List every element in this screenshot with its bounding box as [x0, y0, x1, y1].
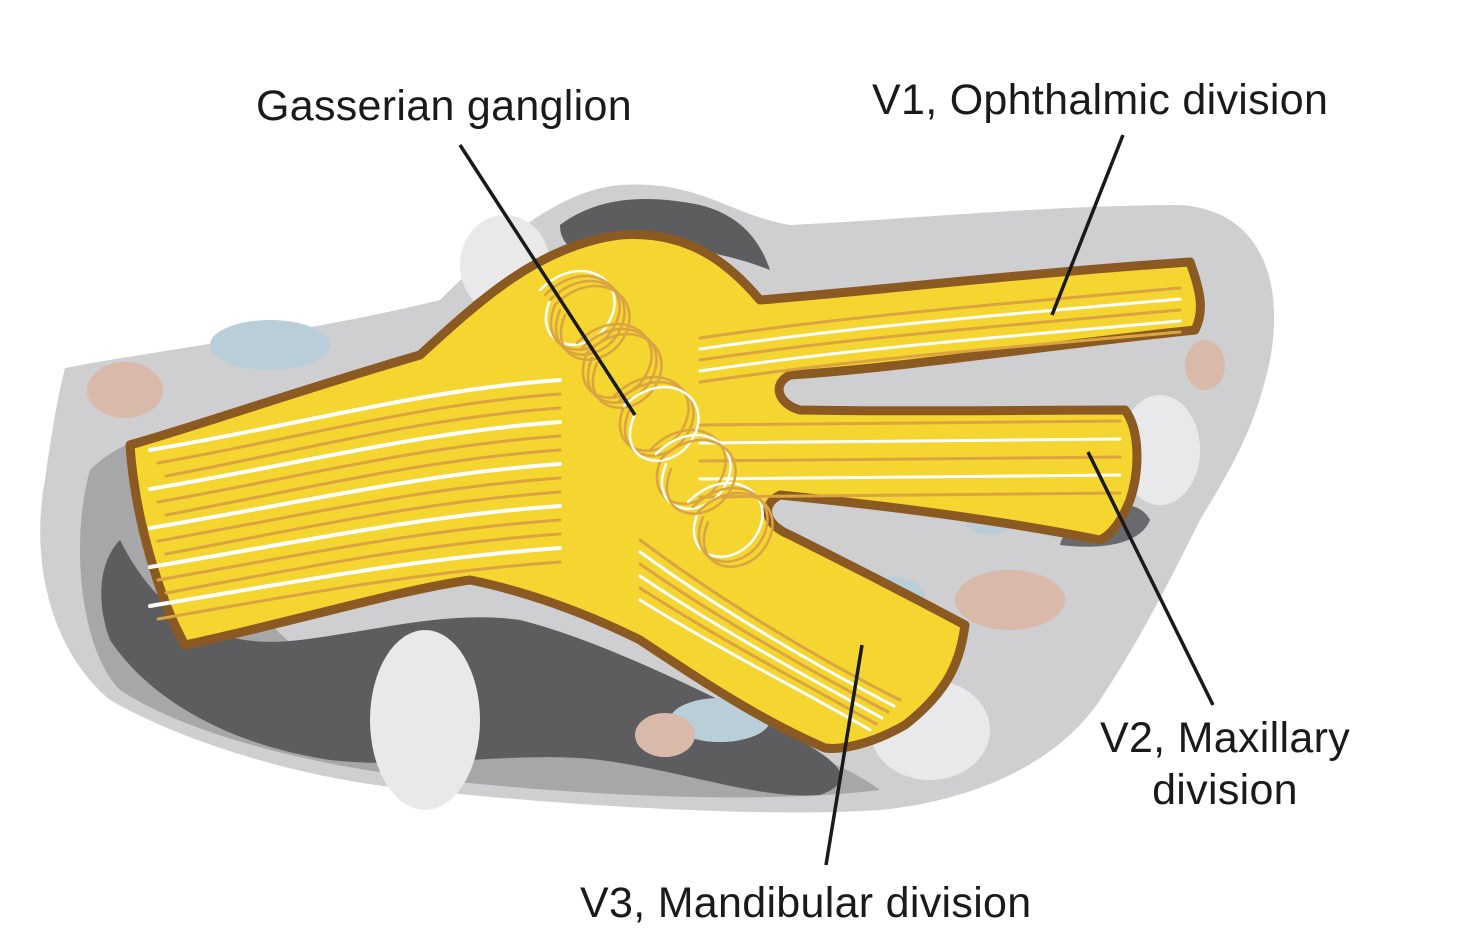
trigeminal-nerve [125, 230, 1205, 753]
nerve-fiber [698, 473, 1122, 481]
nerve-fibers [148, 269, 1182, 732]
blue-spot-1 [210, 320, 330, 370]
nerve-fiber [548, 279, 626, 356]
nerve-fiber [543, 274, 621, 351]
label-v3-mandibular: V3, Mandibular division [580, 879, 1032, 927]
nerve-fiber [622, 385, 700, 462]
label-v2-line2: division [1152, 766, 1298, 814]
nerve-fiber [698, 330, 1182, 384]
tissue-highlight-2 [370, 630, 480, 810]
nerve-fiber [638, 538, 902, 702]
pink-spot-4 [1185, 340, 1225, 390]
nerve-fiber [538, 269, 616, 346]
nerve-fiber [696, 491, 774, 568]
nerve-fiber [698, 319, 1182, 373]
nerve-fiber [659, 438, 737, 515]
nerve-fiber [164, 448, 562, 517]
leader-line-v1 [1050, 134, 1125, 316]
leader-lines [458, 134, 1215, 866]
leader-line-v3 [824, 644, 864, 866]
pink-spot-2 [955, 570, 1065, 630]
nerve-fiber [698, 455, 1122, 463]
nerve-fiber [156, 560, 562, 621]
nerve-fiber [164, 406, 562, 478]
nerve-fiber [148, 378, 562, 452]
nerve-fiber [698, 419, 1122, 427]
nerve-fiber [148, 462, 562, 530]
nerve-body [125, 230, 1205, 753]
label-v1-ophthalmic: V1, Ophthalmic division [872, 76, 1329, 124]
nerve-fiber [156, 476, 562, 543]
nerve-fiber [156, 434, 562, 504]
leader-line-gasserian [458, 144, 637, 416]
nerve-fiber [553, 284, 631, 361]
nerve-fiber [148, 420, 562, 491]
nerve-fiber [164, 532, 562, 595]
nerve-fiber [638, 562, 890, 714]
pink-spot-1 [87, 362, 163, 418]
nerve-fiber [148, 504, 562, 569]
nerve-fiber [698, 437, 1122, 445]
tissue-highlight-4 [1120, 395, 1200, 505]
nerve-fiber [698, 297, 1182, 351]
nerve-fiber [638, 550, 896, 708]
nerve-fiber [698, 491, 1122, 499]
label-gasserian-ganglion: Gasserian ganglion [256, 82, 632, 130]
nerve-fiber [698, 286, 1182, 340]
nerve-fiber [156, 518, 562, 582]
leader-line-v2 [1086, 451, 1215, 706]
nerve-fiber [164, 490, 562, 556]
nerve-fiber [148, 546, 562, 608]
pink-spot-3 [635, 713, 695, 757]
nerve-fiber [156, 392, 562, 465]
nerve-fiber [698, 308, 1182, 362]
nerve-fiber [638, 574, 884, 720]
label-v2-line1: V2, Maxillary [1099, 714, 1351, 762]
label-v2-maxillary: V2, Maxillary division [1080, 712, 1370, 816]
